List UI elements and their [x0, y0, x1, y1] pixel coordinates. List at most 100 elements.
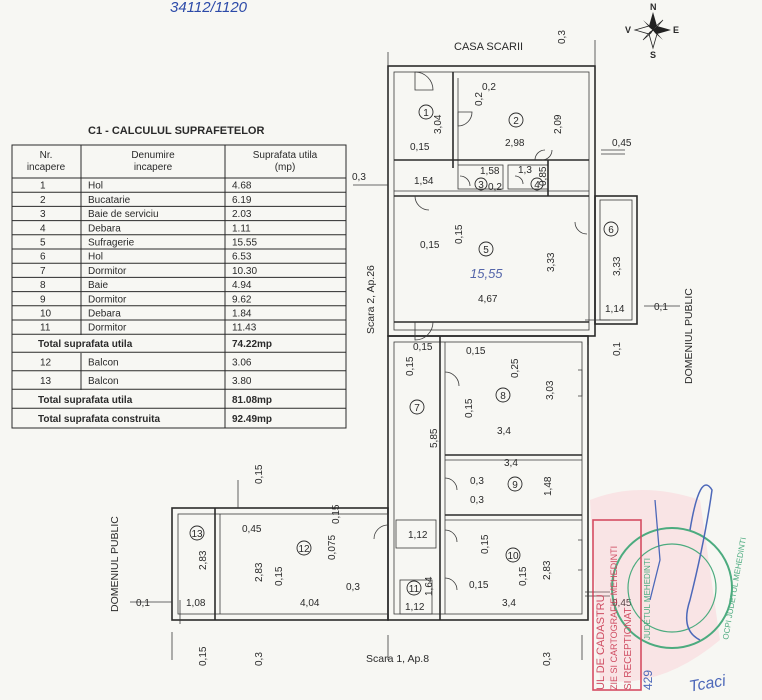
- table-cell-name: Balcon: [88, 358, 119, 369]
- table-cell-nr: 1: [40, 181, 46, 192]
- dim-d-0-15-bot: 0,15: [198, 646, 209, 666]
- room-number-12: 12: [298, 544, 310, 555]
- table-cell-nr: 5: [40, 238, 46, 249]
- total-util-value: 74.22mp: [232, 339, 272, 350]
- dim-d-0-15-r7a: 0,15: [466, 346, 486, 357]
- room-number-5: 5: [483, 245, 489, 256]
- domeniul-public-left: DOMENIUL PUBLIC: [109, 516, 121, 612]
- dim-d-0-15-leftb: 0,15: [331, 504, 342, 524]
- dim-d-0-15-r5b: 0,15: [420, 240, 440, 251]
- table-cell-nr: 7: [40, 266, 46, 277]
- table-cell-name: Debara: [88, 309, 121, 320]
- dim-d-4-04: 4,04: [300, 598, 320, 609]
- domeniul-public-right: DOMENIUL PUBLIC: [683, 288, 695, 384]
- table-cell-name: Dormitor: [88, 323, 127, 334]
- table-cell-area: 9.62: [232, 294, 252, 305]
- room-number-7: 7: [414, 403, 420, 414]
- room-number-4: 4: [534, 180, 540, 191]
- dim-d-0-075: 0,075: [327, 535, 338, 560]
- table-cell-name: Bucatarie: [88, 195, 131, 206]
- dim-d-0-3-left: 0,3: [352, 172, 366, 183]
- dim-d-0-15-left: 0,15: [254, 464, 265, 484]
- room-number-1: 1: [423, 108, 429, 119]
- ocpi-stamp: UL DE CADASTRU ZIE SI CARTOGRAFIE MEHEDI…: [590, 484, 748, 696]
- table-title: C1 - CALCULUL SUPRAFETELOR: [88, 125, 264, 137]
- table-cell-name: Baie de serviciu: [88, 209, 159, 220]
- dim-d-0-15-h6: 0,15: [413, 342, 433, 353]
- dim-d-3-33-r13: 3,33: [612, 256, 623, 276]
- dim-d-0-2-c: 0,2: [488, 182, 502, 193]
- table-cell-nr: 4: [40, 223, 46, 234]
- scara1-label: Scara 1, Ap.8: [366, 653, 429, 665]
- dim-d-0-3-r8b: 0,3: [470, 495, 484, 506]
- table-cell-name: Hol: [88, 252, 103, 263]
- table-cell-nr: 9: [40, 294, 46, 305]
- table-cell-area: 3.06: [232, 358, 252, 369]
- handwritten-reference: 34112/1120: [170, 0, 248, 16]
- table-cell-area: 1.84: [232, 309, 252, 320]
- dim-d-0-45-bottom: 0,45: [612, 598, 632, 609]
- dim-d-0-15-r9: 0,15: [480, 534, 491, 554]
- dim-d-1-08: 1,08: [186, 598, 206, 609]
- dim-d-3-03: 3,03: [545, 380, 556, 400]
- room-number-3: 3: [478, 180, 484, 191]
- compass-rose: N S E V: [625, 2, 679, 60]
- dim-d-2-83-r11: 2,83: [254, 562, 265, 582]
- dim-d-0-15-r5a: 0,15: [454, 224, 465, 244]
- handwritten-area: 15,55: [470, 266, 503, 281]
- surface-table: C1 - CALCULUL SUPRAFETELOR Nr. incapere …: [11, 125, 347, 429]
- table-cell-name: Dormitor: [88, 266, 127, 277]
- stamp-line1: UL DE CADASTRU: [595, 594, 607, 690]
- dim-d-0-1-left: 0,1: [136, 598, 150, 609]
- stamp-line4: SI RECEPTIONAT: [623, 607, 634, 690]
- table-cell-nr: 2: [40, 195, 46, 206]
- scara2-label: Scara 2, Ap.26: [365, 265, 377, 334]
- dim-d-5-85: 5,85: [429, 428, 440, 448]
- dim-d-2-09: 2,09: [553, 114, 564, 134]
- dim-d-3-4-r9: 3,4: [502, 598, 516, 609]
- dim-d-2-98: 2,98: [505, 138, 525, 149]
- table-cell-nr: 10: [40, 309, 52, 320]
- total-constr-value: 92.49mp: [232, 414, 272, 425]
- room-number-8: 8: [500, 391, 506, 402]
- table-cell-area: 15.55: [232, 238, 257, 249]
- dim-d-1-3: 1,3: [518, 165, 532, 176]
- header-nr: Nr.: [40, 150, 53, 161]
- dim-d-1-54: 1,54: [414, 176, 434, 187]
- dim-d-0-85: 0,85: [538, 166, 549, 186]
- dim-d-1-48: 1,48: [543, 476, 554, 496]
- table-cell-name: Debara: [88, 223, 121, 234]
- dim-d-0-15-r9b: 0,15: [469, 580, 489, 591]
- header-suprafata: Suprafata utila: [253, 150, 318, 161]
- table-cell-nr: 13: [40, 376, 52, 387]
- stamp-number: 429: [641, 670, 655, 690]
- dim-d-3-04: 3,04: [433, 114, 444, 134]
- total-util2-label: Total suprafata utila: [38, 395, 133, 406]
- table-cell-area: 3.80: [232, 376, 252, 387]
- table-cell-area: 4.94: [232, 280, 252, 291]
- header-denumire-2: incapere: [134, 162, 173, 173]
- table-cell-area: 2.03: [232, 209, 252, 220]
- dim-d-4-67: 4,67: [478, 294, 498, 305]
- header-suprafata-2: (mp): [275, 162, 296, 173]
- dim-d-0-2-b: 0,2: [474, 92, 485, 106]
- table-cell-nr: 6: [40, 252, 46, 263]
- dim-d-1-64: 1,64: [424, 576, 435, 596]
- stamp-line3: JUDETUL MEHEDINTI: [643, 558, 652, 640]
- dim-d-2-83-r9: 2,83: [542, 560, 553, 580]
- dim-d-0-15-r7b: 0,15: [464, 398, 475, 418]
- table-cell-name: Balcon: [88, 376, 119, 387]
- room-number-10: 10: [507, 551, 519, 562]
- room-number-9: 9: [512, 480, 518, 491]
- table-cell-area: 11.43: [232, 323, 257, 334]
- dim-d-1-12-b: 1,12: [405, 602, 425, 613]
- dim-d-0-15-r9c: 0,15: [518, 566, 529, 586]
- dim-d-1-12-a: 1,12: [408, 530, 428, 541]
- table-cell-name: Hol: [88, 181, 103, 192]
- dim-d-0-45-r11: 0,45: [242, 524, 262, 535]
- casa-scarii-label: CASA SCARII: [454, 41, 523, 53]
- dim-d-0-3-bot-b: 0,3: [542, 652, 553, 666]
